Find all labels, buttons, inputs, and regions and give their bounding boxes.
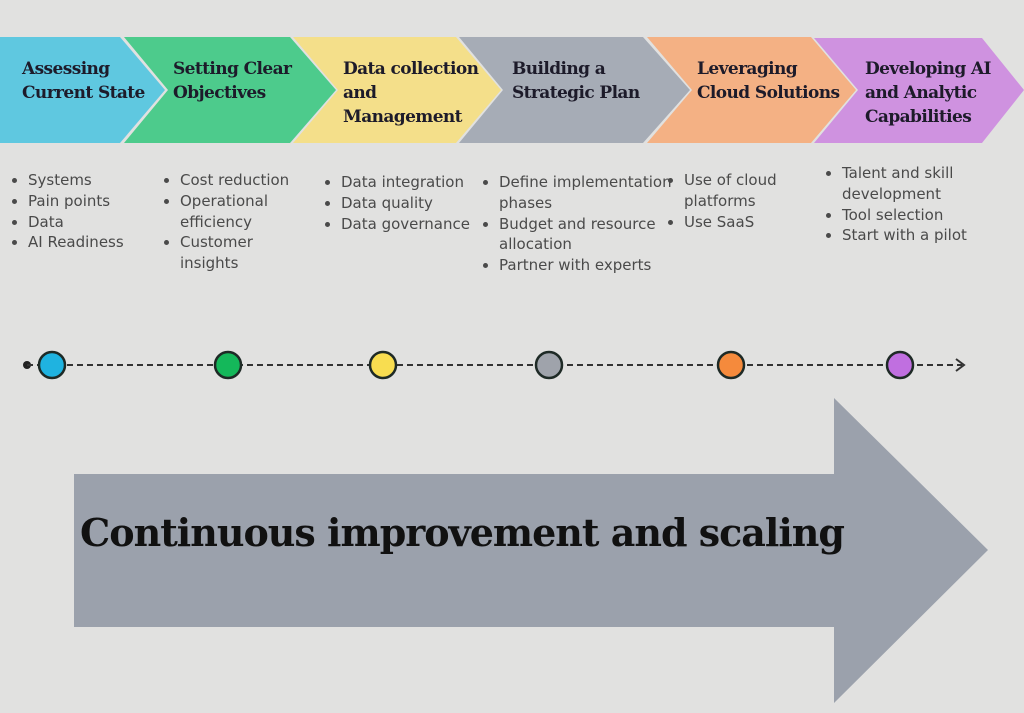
bullet-item: Pain points [28,191,168,212]
bullet-item: Use SaaS [684,212,824,233]
bullet-item: Start with a pilot [842,225,1024,246]
bullet-item: Partner with experts [499,255,674,276]
stage-title-line: and [343,83,377,103]
stage-title-line: Strategic Plan [512,83,640,103]
bullet-item: Data governance [341,214,476,235]
stage-title-line: Objectives [173,83,266,103]
bullet-item: Systems [28,170,168,191]
stage-bullets-2: Cost reductionOperational efficiencyCust… [162,170,310,274]
bullet-item: Cost reduction [180,170,310,191]
stage-title-line: Data collection [343,59,479,79]
stage-title-line: Cloud Solutions [697,83,840,103]
bullet-item: Data [28,212,168,233]
timeline-arrowhead [955,358,966,372]
stage-bullets-3: Data integrationData qualityData governa… [323,172,476,234]
stage-title-line: Management [343,107,463,127]
timeline-dot-1 [37,350,67,380]
stage-chevron-4 [459,37,690,143]
timeline-dot-5 [716,350,746,380]
stage-bullets-1: SystemsPain pointsDataAI Readiness [10,170,168,253]
stage-bullets-4: Define implementation phasesBudget and r… [481,172,674,276]
bullet-item: Operational efficiency [180,191,310,233]
stage-title-line: Assessing [22,59,110,79]
stage-title-line: Developing AI [865,59,992,79]
stage-chevron-3 [293,37,501,143]
stage-chevron-1 [0,37,165,143]
bullet-item: Tool selection [842,205,1024,226]
stage-chevron-6 [814,38,1024,143]
banner-text: Continuous improvement and scaling [80,510,845,555]
timeline-dot-6 [885,350,915,380]
bullet-item: Customer insights [180,232,310,274]
big-arrow [74,398,988,703]
bullet-item: Data quality [341,193,476,214]
bullet-item: Talent and skill development [842,163,1024,205]
bullet-item: Define implementation phases [499,172,674,214]
stage-title-4: Building a Strategic Plan [512,57,640,105]
bullet-item: Data integration [341,172,476,193]
timeline-dot-4 [534,350,564,380]
stage-title-line: Capabilities [865,107,972,127]
stage-title-line: Current State [22,83,145,103]
stage-chevron-5 [647,37,856,143]
timeline-dot-2 [213,350,243,380]
bullet-item: Budget and resource allocation [499,214,674,256]
stage-title-line: Setting Clear [173,59,292,79]
bullet-item: AI Readiness [28,232,168,253]
stage-title-line: Leveraging [697,59,798,79]
bullet-item: Use of cloud platforms [684,170,824,212]
stage-chevron-2 [124,37,336,143]
stage-bullets-6: Talent and skill developmentTool selecti… [824,163,1024,246]
stage-title-line: Building a [512,59,606,79]
stage-title-line: and Analytic [865,83,977,103]
stage-bullets-5: Use of cloud platformsUse SaaS [666,170,824,232]
timeline-dot-3 [368,350,398,380]
